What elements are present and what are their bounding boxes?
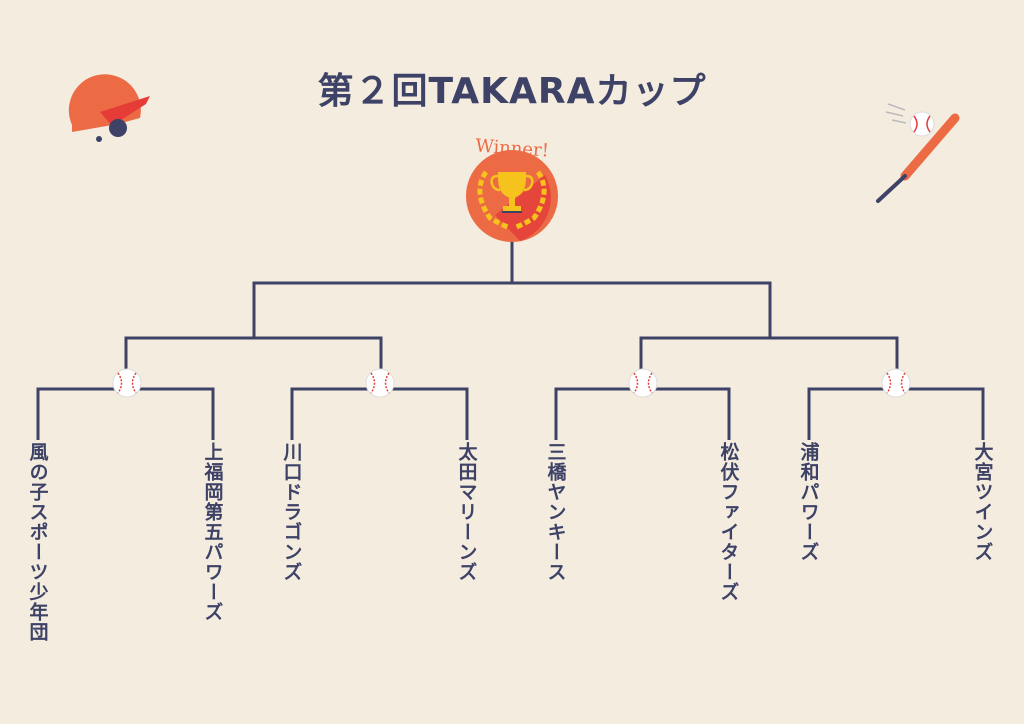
team-name: 大宮ツインズ — [971, 442, 994, 562]
team-name: 上福岡第五パワーズ — [201, 442, 224, 622]
baseball-icon — [628, 368, 658, 398]
helmet-icon — [68, 74, 150, 142]
baseball-icon — [881, 368, 911, 398]
team-name: 三橋ヤンキース — [544, 442, 567, 582]
bracket-lines — [36, 242, 985, 440]
baseball-icon — [112, 368, 142, 398]
winner-label: Winner! — [475, 135, 550, 161]
page-title: 第２回TAKARAカップ — [317, 71, 707, 112]
team-name: 松伏ファイターズ — [717, 442, 740, 602]
team-name: 川口ドラゴンズ — [280, 442, 303, 582]
team-name: 太田マリーンズ — [455, 442, 478, 582]
trophy-icon — [466, 150, 558, 242]
baseball-icon — [365, 368, 395, 398]
bat-and-ball-icon — [876, 103, 960, 203]
team-name: 浦和パワーズ — [797, 442, 820, 562]
team-name: 風の子スポーツ少年団 — [26, 442, 49, 642]
